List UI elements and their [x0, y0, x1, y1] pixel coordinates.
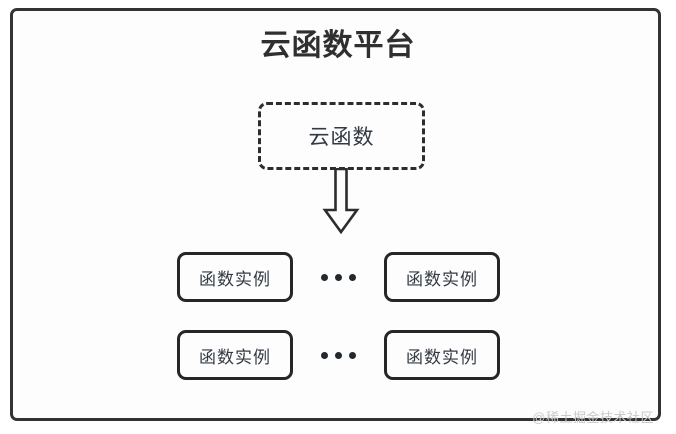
function-instance-node: 函数实例: [177, 330, 293, 380]
function-instance-label: 函数实例: [199, 347, 271, 367]
function-instance-label: 函数实例: [406, 347, 478, 367]
ellipsis-dot: [320, 351, 328, 359]
page-title: 云函数平台: [260, 29, 416, 62]
watermark: @稀土掘金技术社区: [532, 410, 654, 425]
ellipsis-dot: [320, 273, 328, 281]
cloud-function-label: 云函数: [308, 126, 375, 149]
down-block-arrow-icon: [322, 168, 360, 234]
ellipsis-indicator: [300, 330, 376, 380]
function-instance-node: 函数实例: [384, 252, 500, 302]
function-instance-node: 函数实例: [384, 330, 500, 380]
function-instance-node: 函数实例: [177, 252, 293, 302]
instance-row: 函数实例 函数实例: [0, 252, 676, 302]
ellipsis-dot: [348, 351, 356, 359]
function-instance-label: 函数实例: [199, 269, 271, 289]
ellipsis-indicator: [300, 252, 376, 302]
ellipsis-dot: [334, 351, 342, 359]
instance-row: 函数实例 函数实例: [0, 330, 676, 380]
ellipsis-dot: [334, 273, 342, 281]
function-instance-label: 函数实例: [406, 269, 478, 289]
ellipsis-dot: [348, 273, 356, 281]
cloud-function-node: 云函数: [258, 102, 425, 170]
